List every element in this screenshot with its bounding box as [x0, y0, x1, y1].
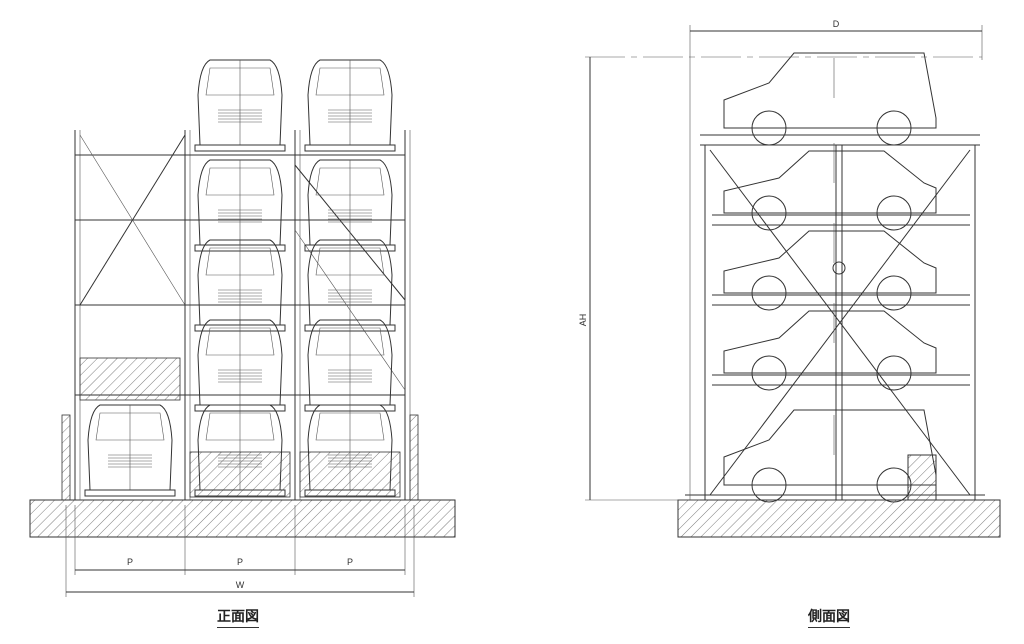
- car-side: [723, 143, 937, 231]
- car-body: [723, 150, 937, 214]
- car-body: [723, 310, 937, 374]
- car-windshield: [205, 327, 275, 356]
- car-wheel: [876, 355, 912, 391]
- car-body: [307, 159, 393, 246]
- depth-label: D: [833, 19, 840, 29]
- car-windshield: [95, 412, 165, 441]
- side-cover: [61, 414, 71, 501]
- car-front: [304, 239, 396, 332]
- pallet: [84, 489, 176, 497]
- motor-cover: [907, 454, 937, 501]
- car-body: [197, 319, 283, 406]
- car-side: [723, 303, 937, 391]
- pallet: [194, 489, 286, 497]
- car-wheel: [876, 195, 912, 231]
- car-body: [197, 159, 283, 246]
- car-windshield: [315, 327, 385, 356]
- car-wheel: [751, 110, 787, 146]
- car-body: [723, 230, 937, 294]
- width-label: W: [236, 580, 245, 590]
- car-wheel: [751, 355, 787, 391]
- car-front: [194, 404, 286, 497]
- car-side: [723, 52, 937, 146]
- car-body: [87, 404, 173, 491]
- car-windshield: [315, 247, 385, 276]
- depth-dimension: D AH: [578, 19, 983, 501]
- car-wheel: [876, 110, 912, 146]
- height-label: AH: [578, 314, 588, 327]
- car-front: [304, 319, 396, 412]
- car-front: [194, 319, 286, 412]
- car-windshield: [315, 67, 385, 96]
- pitch-label-1: P: [127, 557, 133, 567]
- car-body: [197, 239, 283, 326]
- car-front: [194, 239, 286, 332]
- car-wheel: [751, 275, 787, 311]
- car-front: [304, 159, 396, 252]
- car-windshield: [205, 167, 275, 196]
- foundation-side: [677, 499, 1001, 538]
- side-view-caption: 側面図: [808, 606, 850, 628]
- car-wheel: [751, 195, 787, 231]
- pitch-label-2: P: [237, 557, 243, 567]
- foundation-front: [29, 499, 456, 538]
- car-windshield: [205, 67, 275, 96]
- car-front: [84, 404, 176, 497]
- brace-joint: [832, 261, 846, 275]
- pitch-label-3: P: [347, 557, 353, 567]
- front-view: P P P W: [29, 59, 456, 597]
- car-body: [307, 319, 393, 406]
- car-wheel: [876, 467, 912, 503]
- car-body: [307, 404, 393, 491]
- pallet: [194, 144, 286, 152]
- car-front: [194, 159, 286, 252]
- car-wheel: [876, 275, 912, 311]
- car-side: [723, 409, 937, 503]
- car-windshield: [315, 167, 385, 196]
- front-cars: [84, 59, 396, 497]
- car-wheel: [751, 467, 787, 503]
- car-body: [307, 59, 393, 146]
- car-body: [723, 52, 937, 129]
- pallet: [304, 489, 396, 497]
- car-body: [723, 409, 937, 486]
- car-windshield: [205, 412, 275, 441]
- car-body: [197, 59, 283, 146]
- car-windshield: [205, 247, 275, 276]
- brace: [79, 134, 186, 306]
- car-body: [197, 404, 283, 491]
- car-windshield: [315, 412, 385, 441]
- pallet: [304, 144, 396, 152]
- car-front: [194, 59, 286, 152]
- front-view-caption: 正面図: [217, 606, 259, 628]
- side-cars: [723, 52, 937, 503]
- car-front: [304, 404, 396, 497]
- side-cover: [409, 414, 419, 501]
- safety-mesh: [79, 357, 181, 401]
- car-body: [307, 239, 393, 326]
- car-side: [723, 223, 937, 311]
- pitch-dimension: P P P W: [65, 505, 415, 597]
- car-front: [304, 59, 396, 152]
- brace: [709, 149, 971, 496]
- side-frame: [685, 134, 985, 501]
- side-view: D AH: [578, 19, 1001, 538]
